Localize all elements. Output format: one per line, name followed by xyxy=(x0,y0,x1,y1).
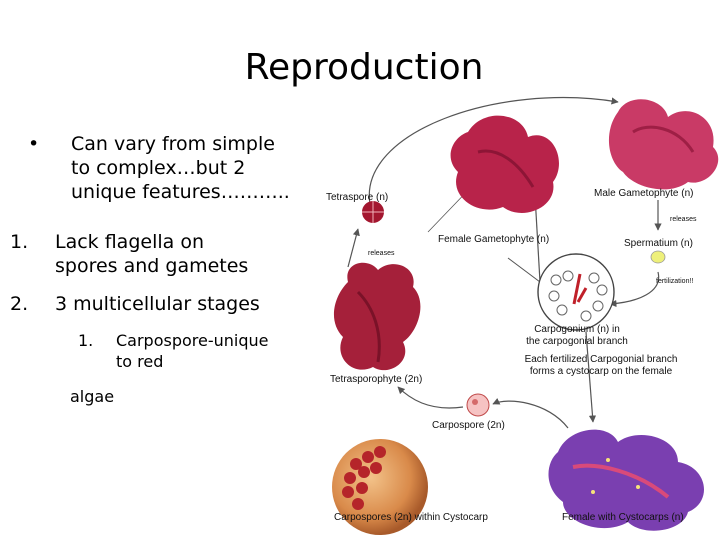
number-marker: 1. xyxy=(10,231,29,253)
arrow-branch-down xyxy=(585,331,597,423)
number-marker: 2. xyxy=(10,293,29,315)
sub-trailing: algae xyxy=(70,387,115,406)
label-each-fertilized-line2: forms a cystocarp on the female xyxy=(529,366,673,377)
tetraspore-image xyxy=(362,201,384,223)
bullet-marker: • xyxy=(28,133,40,155)
sub-line: to red xyxy=(116,352,164,371)
label-tetraspore: Tetraspore (n) xyxy=(326,192,389,203)
tetrasporophyte-image xyxy=(333,262,421,371)
label-fertilization: fertilization!! xyxy=(656,278,694,285)
bullet-line: spores and gametes xyxy=(55,255,249,277)
label-each-fertilized-line1: Each fertilized Carpogonial branch xyxy=(524,354,678,365)
bullet-line: 3 multicellular stages xyxy=(55,293,260,315)
label-carpospores-within: Carpospores (2n) within Cystocarp xyxy=(334,512,488,523)
slide-title: Reproduction xyxy=(244,47,484,88)
female-cystocarps-image xyxy=(548,429,705,531)
label-carpogonium-line1: Carpogonium (n) in xyxy=(534,324,620,335)
label-releases-right: releases xyxy=(670,216,697,223)
label-carpospore: Carpospore (2n) xyxy=(432,420,505,431)
bullet-line: unique features……….. xyxy=(71,181,290,203)
label-carpogonium-line2: the carpogonial branch xyxy=(526,336,628,347)
label-male-gametophyte: Male Gametophyte (n) xyxy=(594,188,694,199)
life-cycle-graphic xyxy=(332,96,719,535)
cystocarp-image xyxy=(332,439,428,535)
label-spermatium: Spermatium (n) xyxy=(624,238,693,249)
label-female-cystocarps: Female with Cystocarps (n) xyxy=(562,512,684,523)
arrow-cystocarp-to-carpospore xyxy=(492,398,569,429)
carpospore-image xyxy=(466,393,490,417)
carpogonium-image xyxy=(537,253,615,331)
number-marker: 1. xyxy=(78,331,94,350)
bullet-line: Lack flagella on xyxy=(55,231,204,253)
male-gametophyte-image xyxy=(608,99,719,190)
label-each-fertilized: Each fertilized Carpogonial branch forms… xyxy=(496,354,706,378)
label-female-gametophyte: Female Gametophyte (n) xyxy=(438,234,550,245)
spermatium-image xyxy=(650,250,666,264)
label-releases-left: releases xyxy=(368,250,395,257)
label-tetrasporophyte: Tetrasporophyte (2n) xyxy=(330,374,423,385)
arrow-tetraspore-to-male xyxy=(368,96,619,205)
bullet-line: to complex…but 2 xyxy=(71,157,246,179)
arrow-carpospore-to-tetrasporophyte xyxy=(397,386,464,409)
sub-line: Carpospore-unique xyxy=(116,331,269,350)
female-gametophyte-image xyxy=(450,115,559,213)
bullet-line: Can vary from simple xyxy=(71,133,275,155)
arrow-tetrasporophyte-to-tetraspore xyxy=(347,228,360,268)
label-carpogonium: Carpogonium (n) in the carpogonial branc… xyxy=(502,324,652,348)
arrow-spermatium-fertilization xyxy=(609,271,660,308)
life-cycle-diagram: Male Gametophyte (n) releases Spermatium… xyxy=(318,92,728,546)
